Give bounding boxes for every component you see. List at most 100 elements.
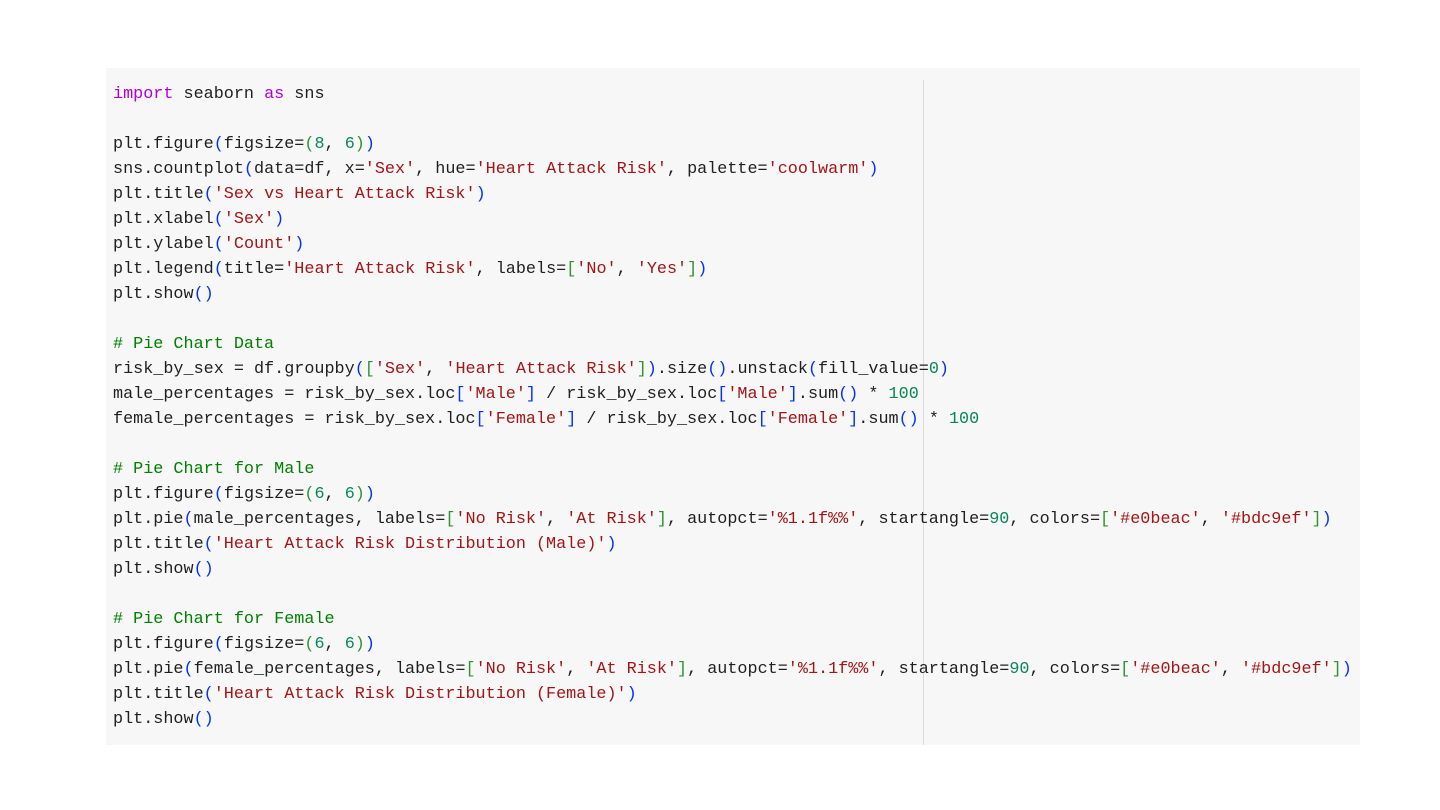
string-token: 'Count' [223,235,295,254]
bracket-token: [ [566,260,577,279]
string-token: '#e0beac' [1130,660,1221,679]
number-token: 100 [948,410,980,429]
bracket-token: ) [1321,510,1332,529]
keyword-token: import [113,85,174,104]
code-token: .unstack [727,360,808,379]
code-line: # Pie Chart for Female [113,607,1352,632]
bracket-token: ) [364,135,375,154]
bracket-token: ( [807,360,819,379]
code-token: plt.title [113,535,204,554]
string-token: 'Heart Attack Risk' [445,360,637,379]
bracket-token: () [193,710,214,729]
code-token: .sum [797,385,839,404]
string-token: '%1.1f%%' [787,660,879,679]
bracket-token: ( [213,260,224,279]
bracket-token: ) [274,210,285,229]
string-token: 'Sex vs Heart Attack Risk' [213,185,476,204]
code-line [113,432,1352,457]
string-token: 'Female' [767,410,849,429]
code-token: fill_value= [818,360,929,379]
string-token: 'coolwarm' [767,160,869,179]
code-line: plt.pie(male_percentages, labels=['No Ri… [113,507,1352,532]
code-token: plt.show [113,560,194,579]
bracket-token: ) [294,235,305,254]
bracket-token: () [898,410,919,429]
bracket-token: [ [1100,510,1111,529]
code-token: title= [223,260,285,279]
code-token: , palette= [666,160,768,179]
string-token: 'Sex' [223,210,275,229]
string-token: 'Male' [465,385,526,404]
code-line: plt.title('Heart Attack Risk Distributio… [113,532,1352,557]
bracket-token: [ [475,410,486,429]
bracket-token: ) [475,185,486,204]
code-token: * [858,385,889,404]
bracket-token: ) [646,360,657,379]
bracket-token: () [707,360,728,379]
code-token: , colors= [1009,510,1101,529]
code-token: , [1220,660,1242,679]
code-token: plt.figure [113,135,214,154]
code-line [113,582,1352,607]
string-token: '#bdc9ef' [1241,660,1332,679]
code-token: female_percentages = risk_by_sex.loc [113,410,476,429]
bracket-token: ] [687,260,698,279]
code-token: , startangle= [858,510,990,529]
bracket-token: ] [636,360,647,379]
code-token: plt.pie [113,660,184,679]
code-token: .sum [858,410,899,429]
code-token: , [1200,510,1221,529]
bracket-token: ) [354,135,365,154]
bracket-token: ] [848,410,859,429]
code-token: , autopct= [666,510,768,529]
code-line: sns.countplot(data=df, x='Sex', hue='Hea… [113,157,1352,182]
code-line: # Pie Chart Data [113,332,1352,357]
code-token: data=df, x= [254,160,365,179]
code-token: plt.figure [113,635,214,654]
bracket-token: ) [697,260,708,279]
code-token: seaborn [173,85,265,104]
code-token: , [546,510,567,529]
bracket-token: ) [938,360,949,379]
number-token: 90 [989,510,1010,529]
code-token: sns [284,85,325,104]
bracket-token: ( [304,485,315,504]
code-token: male_percentages = risk_by_sex.loc [113,385,456,404]
bracket-token: ( [304,135,315,154]
comment-token: # Pie Chart for Female [113,610,335,629]
string-token: 'Female' [485,410,567,429]
bracket-token: ) [354,485,365,504]
code-token: male_percentages, labels= [193,510,446,529]
bracket-token: ( [243,160,254,179]
code-token: figsize= [223,485,305,504]
bracket-token: ( [213,135,224,154]
code-line: plt.show() [113,707,1352,732]
number-token: 6 [344,485,355,504]
string-token: 'At Risk' [566,510,657,529]
bracket-token: ) [364,635,375,654]
bracket-token: ) [1341,660,1352,679]
code-token: , [616,260,637,279]
code-line: male_percentages = risk_by_sex.loc['Male… [113,382,1352,407]
code-token: plt.ylabel [113,235,214,254]
bracket-token: [ [455,385,466,404]
code-token: , colors= [1029,660,1121,679]
string-token: 'Heart Attack Risk Distribution (Female)… [213,685,627,704]
code-line: plt.figure(figsize=(6, 6)) [113,632,1352,657]
bracket-token: ] [1311,510,1322,529]
string-token: '#bdc9ef' [1220,510,1312,529]
bracket-token: ) [364,485,375,504]
string-token: 'At Risk' [586,660,677,679]
code-token: / risk_by_sex.loc [536,385,718,404]
number-token: 6 [344,635,355,654]
number-token: 6 [344,135,355,154]
bracket-token: [ [445,510,456,529]
number-token: 8 [314,135,325,154]
bracket-token: [ [717,385,728,404]
code-line: plt.legend(title='Heart Attack Risk', la… [113,257,1352,282]
bracket-token: [ [1120,660,1131,679]
comment-token: # Pie Chart Data [113,335,275,354]
comment-token: # Pie Chart for Male [113,460,315,479]
